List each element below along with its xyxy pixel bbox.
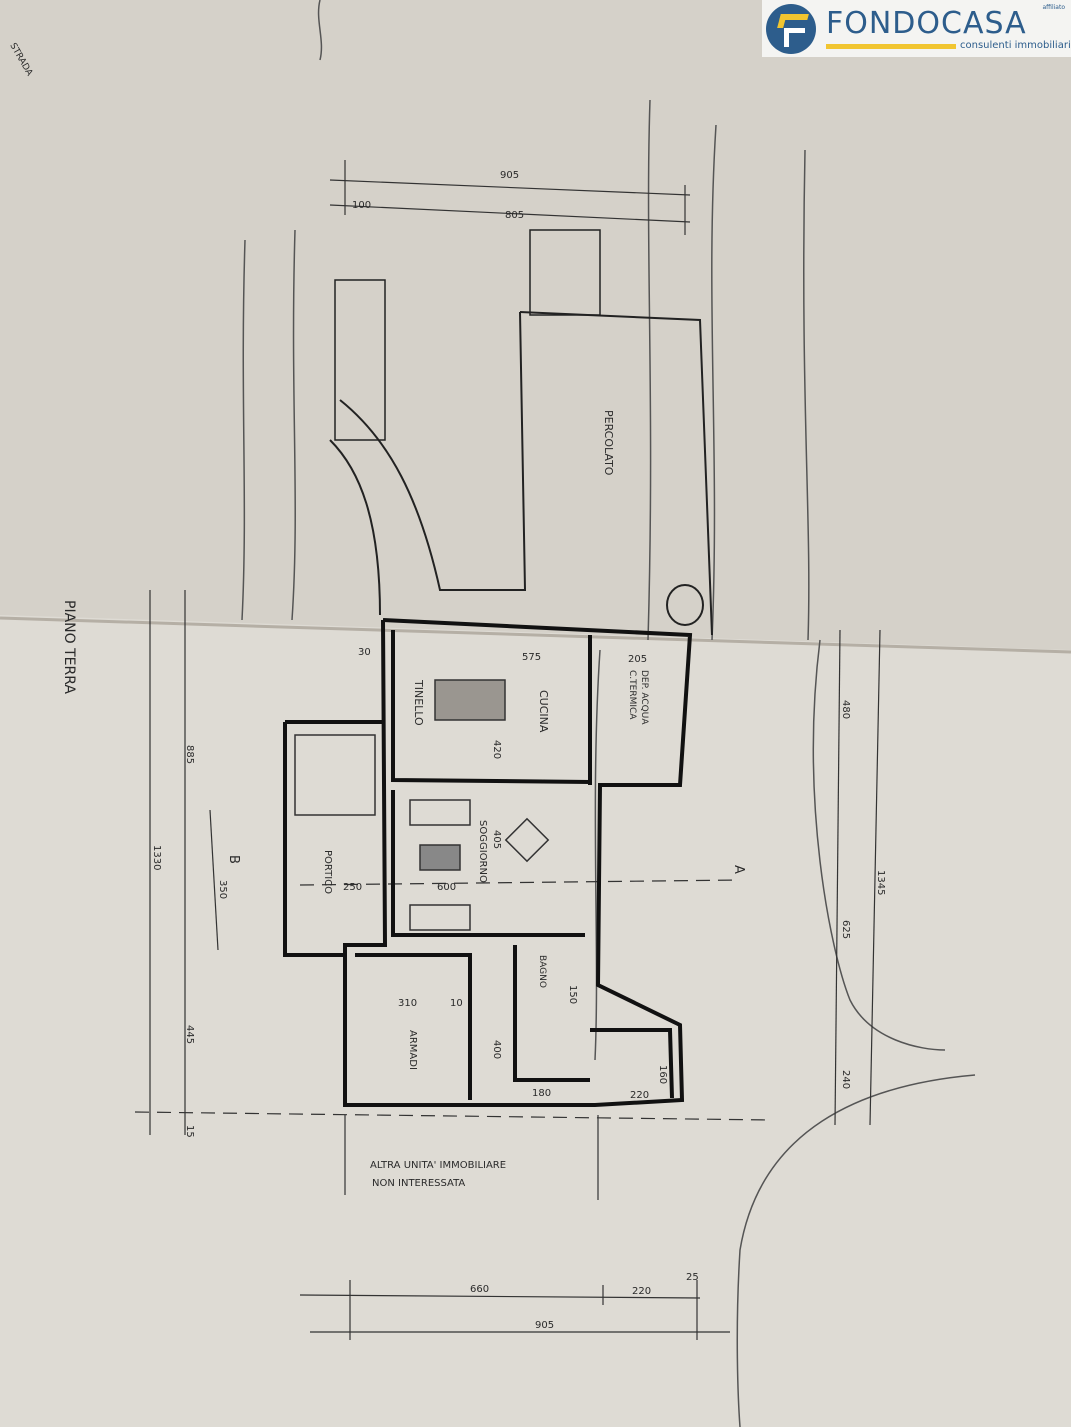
dim-label: 660 <box>470 1284 489 1295</box>
dim-label: 600 <box>437 882 456 893</box>
note-line-2: NON INTERESSATA <box>372 1178 465 1189</box>
dim-label: 180 <box>532 1088 551 1099</box>
dimension-lines <box>134 160 881 1340</box>
logo-name: FONDOCASA <box>826 5 1027 41</box>
dim-label: 350 <box>217 880 228 899</box>
living-label: SOGGIORNO <box>477 820 488 883</box>
dim-label: 445 <box>184 1025 195 1044</box>
logo-tagline: consulenti immobiliari <box>960 39 1071 51</box>
furniture <box>294 679 550 931</box>
utility-label-1: C.TERMICA <box>627 670 637 720</box>
dim-label: 625 <box>840 920 851 939</box>
dim-label: 905 <box>500 170 519 181</box>
dining-label: TINELLO <box>412 679 425 726</box>
dim-label: 220 <box>632 1286 651 1297</box>
dim-label: 160 <box>657 1065 668 1084</box>
title-label: PIANO TERRA <box>61 600 77 694</box>
dim-label: 420 <box>491 740 502 759</box>
dim-label: 1330 <box>151 845 162 870</box>
section-mark-a: A <box>731 865 746 874</box>
paper-upper <box>0 0 1071 650</box>
dimension-labels: 905 100 805 885 1330 445 15 350 480 1345… <box>151 170 886 1331</box>
dim-label: 240 <box>840 1070 851 1089</box>
page-fold <box>0 616 1071 654</box>
fondocasa-logo-icon <box>766 3 816 54</box>
dim-label: 575 <box>522 652 541 663</box>
wardrobes-label: ARMADI <box>407 1030 418 1070</box>
dim-label: 310 <box>398 998 417 1009</box>
dim-label: 400 <box>491 1040 502 1059</box>
dim-label: 1345 <box>875 870 886 895</box>
porch-label: PORTICO <box>322 850 333 894</box>
dim-label: 220 <box>630 1090 649 1101</box>
dim-label: 150 <box>567 985 578 1004</box>
note-line-1: ALTRA UNITA' IMMOBILIARE <box>370 1160 506 1171</box>
pergola-label: PERCOLATO <box>602 410 615 476</box>
section-mark-b: B <box>226 855 241 864</box>
house-walls <box>283 618 693 1107</box>
dim-label: 905 <box>535 1320 554 1331</box>
terrain-lines <box>241 0 976 1427</box>
dim-label: 30 <box>358 647 371 658</box>
dim-label: 205 <box>628 654 647 665</box>
dim-label: 250 <box>343 882 362 893</box>
paper-lower <box>0 615 1071 1427</box>
fondocasa-logo: affiliato FONDOCASA consulenti immobilia… <box>762 0 1071 57</box>
dim-label: 100 <box>352 200 371 211</box>
dim-label: 480 <box>840 700 851 719</box>
utility-label-2: DEP. ACQUA <box>639 670 649 725</box>
kitchen-label: CUCINA <box>537 690 550 733</box>
dim-label: 805 <box>505 210 524 221</box>
dim-label: 15 <box>184 1125 195 1138</box>
logo-affiliate: affiliato <box>1042 3 1065 11</box>
logo-underline <box>826 43 956 49</box>
dim-label: 25 <box>686 1272 699 1283</box>
dim-label: 885 <box>184 745 195 764</box>
pergola <box>329 229 713 636</box>
bath-label: BAGNO <box>537 955 547 988</box>
dim-label: 10 <box>450 998 463 1009</box>
dim-label: 405 <box>491 830 502 849</box>
